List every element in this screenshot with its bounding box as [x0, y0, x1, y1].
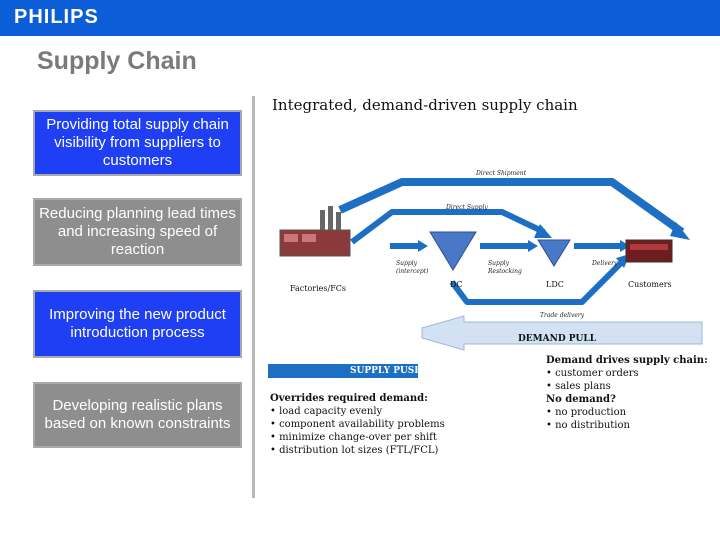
pull-list-item: • no distribution [546, 420, 630, 431]
pull-list-item: • customer orders [546, 368, 639, 379]
label-demand-pull: DEMAND PULL [518, 334, 597, 344]
ldc-triangle-icon [537, 239, 571, 267]
slide-title: Supply Chain [37, 47, 197, 75]
supply-push-bar [268, 364, 418, 378]
goal-box-visibility: Providing total supply chain visibility … [33, 110, 242, 176]
push-list-item: • distribution lot sizes (FTL/FCL) [270, 445, 439, 456]
philips-logo: PHILIPS [14, 6, 99, 28]
push-list-heading: Overrides required demand: [270, 393, 428, 404]
label-customers: Customers [628, 280, 672, 289]
supply-push-list: Overrides required demand: • load capaci… [270, 392, 445, 457]
label-delivery: Delivery [592, 260, 618, 267]
label-dc: DC [450, 280, 463, 289]
goal-box-new-product: Improving the new product introduction p… [33, 290, 242, 358]
demand-pull-arrow [421, 315, 703, 351]
label-factories: Factories/FCs [290, 284, 346, 293]
label-supply-intercept: Supply (intercept) [396, 260, 429, 275]
dc-triangle-icon [429, 231, 477, 271]
direct-supply-arrow [350, 209, 546, 245]
pull-list-item: • sales plans [546, 381, 611, 392]
direct-shipment-arrow [338, 178, 685, 236]
goal-box-lead-times: Reducing planning lead times and increas… [33, 198, 242, 266]
demand-pull-list: Demand drives supply chain: • customer o… [546, 354, 708, 432]
diagram-graphics [268, 178, 703, 378]
flow-arrowhead-dc [418, 240, 428, 252]
trade-delivery-arrow [449, 259, 625, 305]
push-list-item: • component availability problems [270, 419, 445, 430]
push-list-item: • minimize change-over per shift [270, 432, 437, 443]
label-trade-delivery: Trade delivery [540, 312, 585, 319]
direct-shipment-arrowhead [670, 222, 690, 240]
diagram-heading: Integrated, demand-driven supply chain [272, 96, 578, 114]
factory-icon [279, 206, 351, 257]
pull-list-heading: Demand drives supply chain: [546, 355, 708, 366]
label-direct-supply: Direct Supply [446, 204, 488, 211]
store-icon [625, 239, 673, 263]
supply-chain-diagram: Integrated, demand-driven supply chain D… [262, 92, 712, 472]
push-list-item: • load capacity evenly [270, 406, 383, 417]
label-supply-restocking: Supply Restocking [488, 260, 522, 275]
goal-box-realistic-plans: Developing realistic plans based on know… [33, 382, 242, 448]
flow-arrowhead-customers [620, 240, 630, 252]
direct-supply-arrowhead [534, 224, 552, 238]
label-direct-shipment: Direct Shipment [476, 170, 527, 177]
pull-list-heading-2: No demand? [546, 394, 616, 405]
top-header-bar: PHILIPS [0, 0, 720, 36]
pull-list-item: • no production [546, 407, 627, 418]
label-ldc: LDC [546, 280, 564, 289]
label-supply-push: SUPPLY PUSH [350, 366, 423, 376]
divider-line [252, 96, 255, 498]
flow-arrowhead-ldc [528, 240, 538, 252]
